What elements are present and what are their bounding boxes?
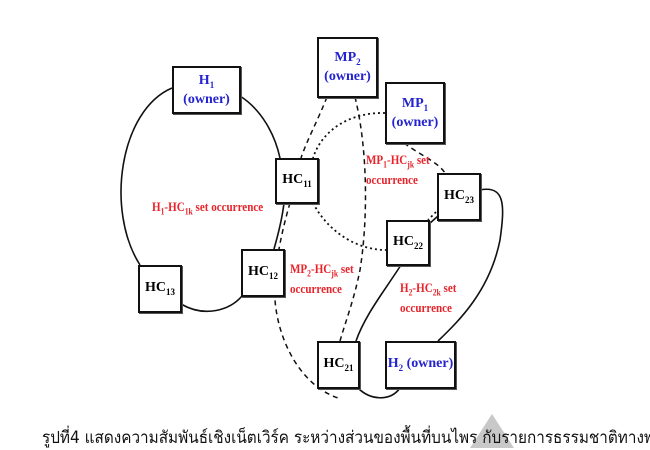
- label-line2: occurrence: [366, 171, 418, 187]
- label-part: H: [152, 199, 161, 214]
- label-part: -HC: [412, 280, 433, 295]
- label-sub: 2: [408, 287, 413, 298]
- label-sub: 1: [383, 159, 388, 170]
- node-label: HC: [145, 280, 166, 296]
- node-label: HC: [393, 234, 414, 250]
- label-sub: 1: [160, 206, 165, 217]
- node-label: MP: [401, 95, 424, 111]
- node-subscript: 1: [423, 102, 429, 113]
- node-subscript: 21: [344, 363, 354, 374]
- node-h1-owner: H1 (owner): [172, 66, 241, 114]
- label-sub: jk: [407, 159, 415, 170]
- node-mp1-owner: MP1 (owner): [385, 82, 445, 144]
- node-label: H: [198, 72, 210, 88]
- node-subscript: 23: [465, 195, 474, 206]
- hc23-hc22-link: [428, 215, 439, 225]
- h1-hc11-arc: [239, 95, 281, 159]
- node-label: HC: [248, 264, 269, 280]
- label-mp1-set-occurrence: MP1-HCjk set occurrence: [366, 151, 430, 188]
- label-part: -HC: [311, 261, 332, 276]
- node-label: MP: [334, 50, 357, 66]
- label-part: -HC: [164, 199, 185, 214]
- node-hc12: HC12: [241, 249, 285, 297]
- label-h2-set-occurrence: H2-HC2k set occurrence: [400, 279, 456, 316]
- figure-caption: รูปที่4 แสดงความสัมพันธ์เชิงเน็ตเวิร์ค ร…: [42, 428, 650, 448]
- h1-hc13-arc: [120, 87, 173, 266]
- label-sub: 1k: [184, 206, 193, 217]
- label-mp2-set-occurrence: MP2-HCjk set occurrence: [290, 260, 354, 297]
- hc23-h2-link: [437, 188, 504, 342]
- label-part: set occurrence: [192, 199, 264, 214]
- label-part: set: [414, 152, 430, 167]
- hc13-hc12-link: [180, 295, 243, 313]
- mp2-hc21-dash: [339, 96, 367, 342]
- label-part: H: [400, 280, 409, 295]
- node-subscript: 2: [356, 57, 361, 68]
- node-suffix: (owner): [324, 69, 371, 85]
- mp1-hc11-dash: [312, 112, 386, 159]
- node-label: HC: [323, 356, 345, 372]
- node-hc11: HC11: [275, 158, 319, 204]
- node-subscript: 2: [398, 363, 404, 374]
- hc22-hc21-link: [355, 264, 402, 342]
- label-h1-set-occurrence: H1-HC1k set occurrence: [152, 198, 263, 218]
- label-part: -HC: [387, 152, 408, 167]
- node-hc22: HC22: [386, 220, 430, 266]
- node-suffix: (owner): [391, 114, 439, 130]
- label-part: MP: [290, 261, 308, 276]
- node-suffix: (owner): [403, 356, 454, 372]
- node-hc13: HC13: [138, 265, 182, 313]
- watermark-triangle-icon: [470, 414, 514, 448]
- node-label: HC: [444, 188, 465, 204]
- node-subscript: 13: [166, 287, 175, 298]
- label-sub: 2k: [432, 287, 441, 298]
- mp1-hc23-dash: [403, 142, 446, 174]
- node-suffix: (owner): [183, 91, 230, 107]
- label-sub: 2: [307, 268, 312, 279]
- label-line2: occurrence: [400, 299, 452, 315]
- hc11-hc22-dash: [312, 202, 387, 251]
- label-part: set: [440, 280, 457, 295]
- label-line2: occurrence: [290, 280, 342, 296]
- mp2-hc11-dash: [300, 96, 328, 159]
- node-hc21: HC21: [317, 341, 360, 389]
- h2-hc21-link: [357, 387, 401, 399]
- node-subscript: 22: [414, 241, 423, 252]
- label-part: set: [338, 261, 354, 276]
- node-subscript: 12: [269, 271, 278, 282]
- label-part: MP: [366, 152, 384, 167]
- label-sub: jk: [331, 268, 339, 279]
- node-hc23: HC23: [437, 173, 481, 221]
- hc23-hc22-dot: [427, 211, 437, 221]
- hc11-hc12-link: [273, 202, 285, 250]
- node-mp2-owner: MP2 (owner): [317, 37, 378, 98]
- node-subscript: 11: [303, 179, 312, 190]
- hc11-lower-loop-dash: [273, 202, 339, 399]
- node-h2-owner: H2 (owner): [385, 341, 456, 389]
- node-subscript: 1: [209, 79, 215, 90]
- node-label: HC: [282, 172, 304, 188]
- node-label: H: [387, 356, 399, 372]
